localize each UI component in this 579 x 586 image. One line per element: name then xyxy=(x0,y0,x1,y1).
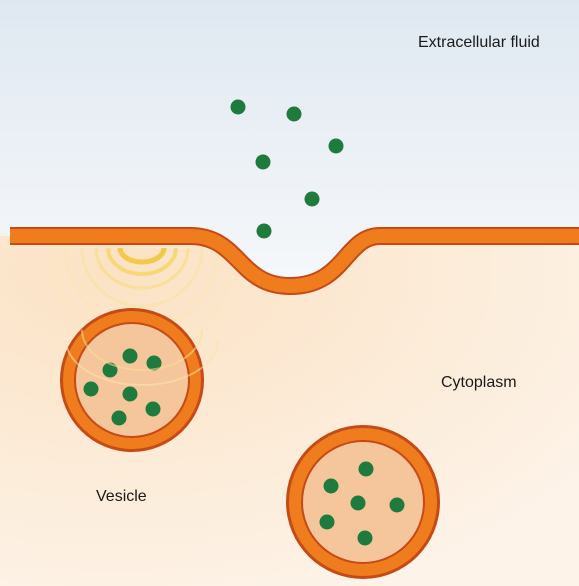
molecule-dot xyxy=(146,402,161,417)
molecule-dot xyxy=(123,387,138,402)
vesicle-right xyxy=(286,425,440,579)
molecule-dot xyxy=(358,531,373,546)
molecule-dot xyxy=(320,515,335,530)
molecule-dot xyxy=(305,192,320,207)
molecule-dot xyxy=(256,155,271,170)
molecule-dot xyxy=(351,496,366,511)
molecule-dot xyxy=(324,479,339,494)
extracellular-fluid-label: Extracellular fluid xyxy=(418,34,540,52)
molecule-dot xyxy=(84,382,99,397)
vesicle-left xyxy=(60,308,204,452)
molecule-dot xyxy=(112,411,127,426)
molecule-dot xyxy=(287,107,302,122)
molecule-dot xyxy=(123,349,138,364)
vesicle-label: Vesicle xyxy=(96,488,147,506)
molecule-dot xyxy=(257,224,272,239)
cytoplasm-label: Cytoplasm xyxy=(441,374,517,392)
molecule-dot xyxy=(359,462,374,477)
molecule-dot xyxy=(390,498,405,513)
molecule-dot xyxy=(329,139,344,154)
molecule-dot xyxy=(231,100,246,115)
